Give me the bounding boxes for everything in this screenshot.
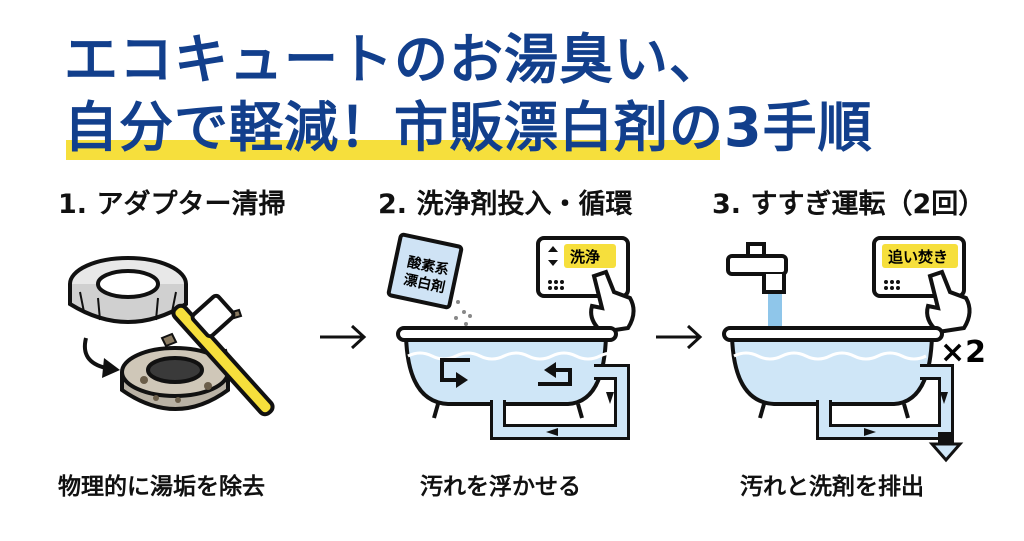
panel-button-reheat: 追い焚き	[888, 248, 948, 266]
adapter-ring-icon	[68, 256, 188, 324]
step-2-heading: 2. 洗浄剤投入・循環	[378, 189, 633, 220]
step-1-caption: 物理的に湯垢を除去	[58, 474, 265, 500]
pointing-hand-icon	[589, 269, 636, 335]
step-1-illustration	[68, 256, 275, 417]
step-1-heading: 1. アダプター清掃	[58, 189, 286, 220]
page-title-line-2: 自分で軽減！市販漂白剤の3手順	[64, 96, 873, 159]
next-arrow-icon	[320, 324, 367, 350]
page-title-line-1: エコキュートのお湯臭い、	[64, 28, 724, 91]
next-arrow-icon	[656, 324, 703, 350]
bathtub-icon	[722, 326, 944, 419]
pipe-loop-icon	[490, 364, 630, 440]
step-2-illustration: 酸素系 漂白剤 洗浄	[386, 232, 636, 440]
debris-icon	[160, 332, 178, 348]
control-panel-icon: 追い焚き	[872, 236, 966, 298]
pointing-hand-icon	[925, 269, 972, 335]
powder-icon	[454, 300, 472, 334]
bleach-packet-icon: 酸素系 漂白剤	[386, 232, 464, 310]
step-2-caption: 汚れを浮かせる	[420, 474, 581, 500]
faucet-icon	[726, 242, 788, 340]
drain-pipe-icon	[816, 364, 964, 463]
toothbrush-icon	[171, 293, 275, 417]
step-3-caption: 汚れと洗剤を排出	[740, 474, 924, 500]
step-3-heading: 3. すすぎ運転（2回）	[712, 189, 986, 220]
control-panel-icon: 洗浄	[536, 236, 630, 298]
dirty-adapter-icon	[120, 346, 230, 411]
title-highlight	[66, 140, 720, 160]
curved-arrow-icon	[83, 337, 120, 378]
panel-button-wash: 洗浄	[570, 248, 600, 266]
step-3-illustration: 追い焚き ×2	[722, 236, 986, 463]
bathtub-icon	[396, 326, 625, 419]
